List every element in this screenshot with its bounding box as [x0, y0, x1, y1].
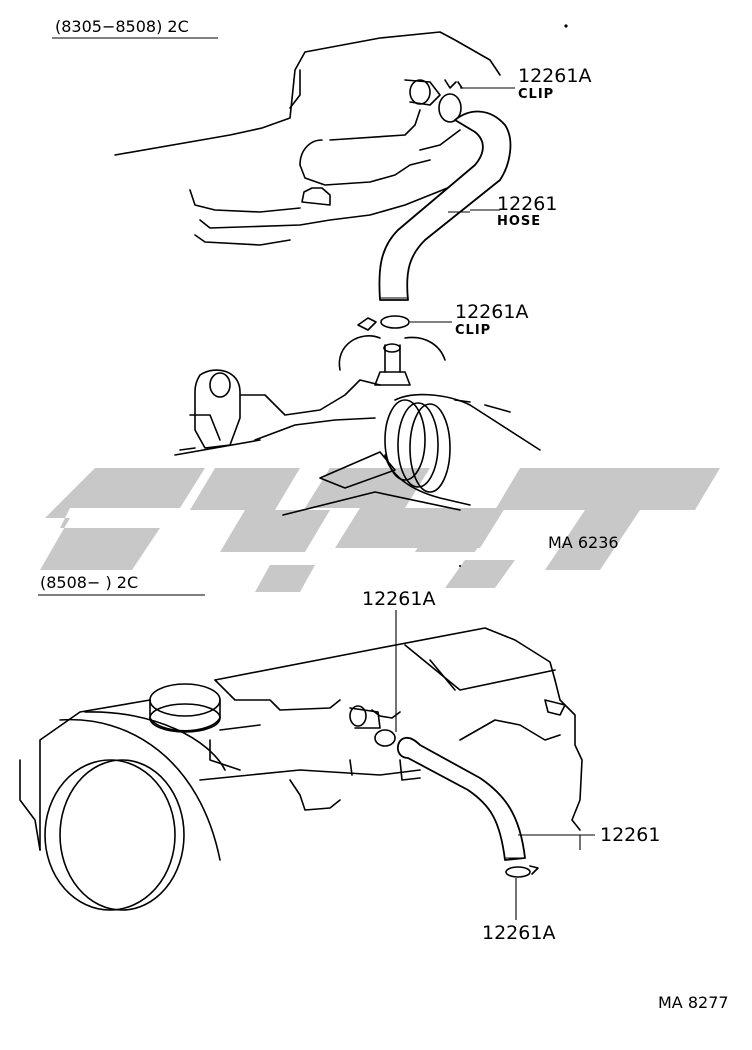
top-upper-clip	[438, 79, 463, 123]
top-upper-fitting	[404, 79, 441, 106]
callout-top-hose-desc: HOSE	[497, 214, 541, 229]
figure-code-top: MA 6236	[548, 533, 619, 552]
callout-top-clip-upper-part: 12261A	[518, 65, 591, 87]
callout-bottom-clip-lower-part: 12261A	[482, 922, 555, 944]
stray-dot-2	[459, 565, 461, 567]
top-intake-pipe	[174, 335, 541, 516]
bottom-upper-fitting	[349, 705, 401, 747]
callout-top-clip-upper-desc: CLIP	[518, 87, 554, 102]
callout-top-hose-part: 12261	[497, 193, 557, 215]
section-range-bottom: (8508− ) 2C	[40, 573, 138, 592]
callout-bottom-clip-upper-part: 12261A	[362, 588, 435, 610]
top-engine-cover	[114, 31, 501, 246]
stray-dot-1	[564, 24, 568, 28]
section-range-top: (8305−8508) 2C	[55, 17, 189, 36]
top-lower-clip	[357, 315, 410, 331]
bottom-section: (8508− ) 2C	[19, 573, 729, 1012]
bottom-hose	[396, 736, 526, 861]
bottom-lower-clip	[505, 865, 539, 878]
callout-bottom-hose-part: 12261	[600, 824, 660, 846]
callout-top-clip-lower-part: 12261A	[455, 301, 528, 323]
oil-cap-bottom	[149, 683, 221, 733]
watermark-logo	[40, 468, 720, 592]
oil-cap-top	[301, 187, 331, 206]
callout-top-clip-lower-desc: CLIP	[455, 323, 491, 338]
figure-code-bottom: MA 8277	[658, 993, 729, 1012]
top-hose	[378, 110, 512, 301]
top-section: (8305−8508) 2C	[52, 17, 619, 552]
bottom-engine	[19, 627, 583, 911]
bottom-upper-clip	[374, 729, 396, 747]
